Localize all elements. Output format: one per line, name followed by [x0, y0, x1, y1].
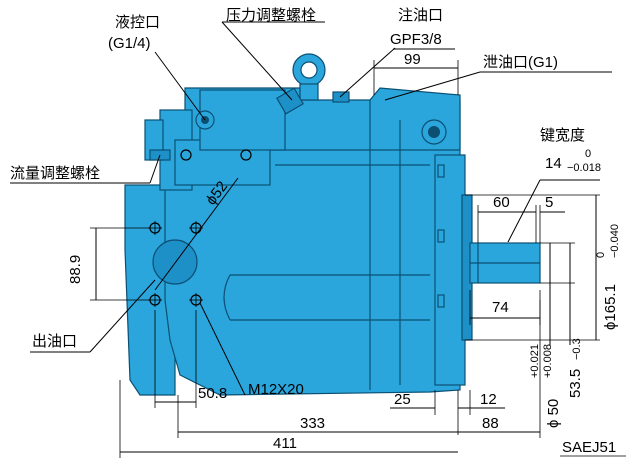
dim-phi165-tol-down: −0.040: [609, 224, 621, 258]
dim-phi165: ϕ165.1: [602, 284, 619, 330]
dim-phi50: ϕ 50: [545, 399, 562, 428]
dim-88: 88: [482, 415, 499, 432]
standard-label: SAEJ51: [562, 439, 616, 456]
dim-411: 411: [273, 435, 297, 452]
fill-port-size: GPF3/8: [390, 31, 442, 48]
dim-60: 60: [493, 194, 510, 211]
dim-99: 99: [404, 51, 421, 68]
dim-88-9: 88.9: [67, 255, 84, 284]
dim-74: 74: [492, 299, 509, 316]
key-width-tol-down: −0.018: [567, 162, 601, 174]
dim-phi50-tol-up: +0.021: [529, 344, 541, 378]
drain-port-size: (G1/4): [108, 35, 151, 52]
drain-port-label: 液控口: [115, 14, 160, 31]
dim-phi50-tol-down: +0.008: [542, 344, 554, 378]
dim-12: 12: [480, 391, 497, 408]
leader-lines: [10, 21, 612, 396]
dim-50-8: 50.8: [198, 385, 227, 402]
pressure-screw-label: 压力调整螺栓: [226, 7, 316, 24]
flow-screw-label: 流量调整螺栓: [10, 165, 100, 182]
leak-port-label: 泄油口(G1): [483, 54, 558, 71]
key-width-value: 14: [545, 155, 562, 172]
dim-phi165-tol-up: 0: [595, 252, 607, 258]
dim-25: 25: [394, 391, 411, 408]
dim-5: 5: [545, 194, 553, 211]
dim-333: 333: [300, 415, 325, 432]
dim-53-5-tol: −0.3: [571, 338, 583, 360]
dim-53-5: 53.5: [567, 369, 584, 398]
pump-body: [124, 53, 541, 396]
text-labels: 液控口 (G1/4) 压力调整螺栓 注油口 GPF3/8 泄油口(G1) 键宽度…: [10, 7, 621, 456]
outlet-label: 出油口: [32, 333, 77, 350]
dimension-lines: [90, 60, 626, 458]
fill-port-label: 注油口: [398, 7, 443, 24]
key-width-tol-up: 0: [585, 148, 591, 160]
key-width-label: 键宽度: [540, 127, 585, 144]
thread-label: M12X20: [248, 381, 304, 398]
